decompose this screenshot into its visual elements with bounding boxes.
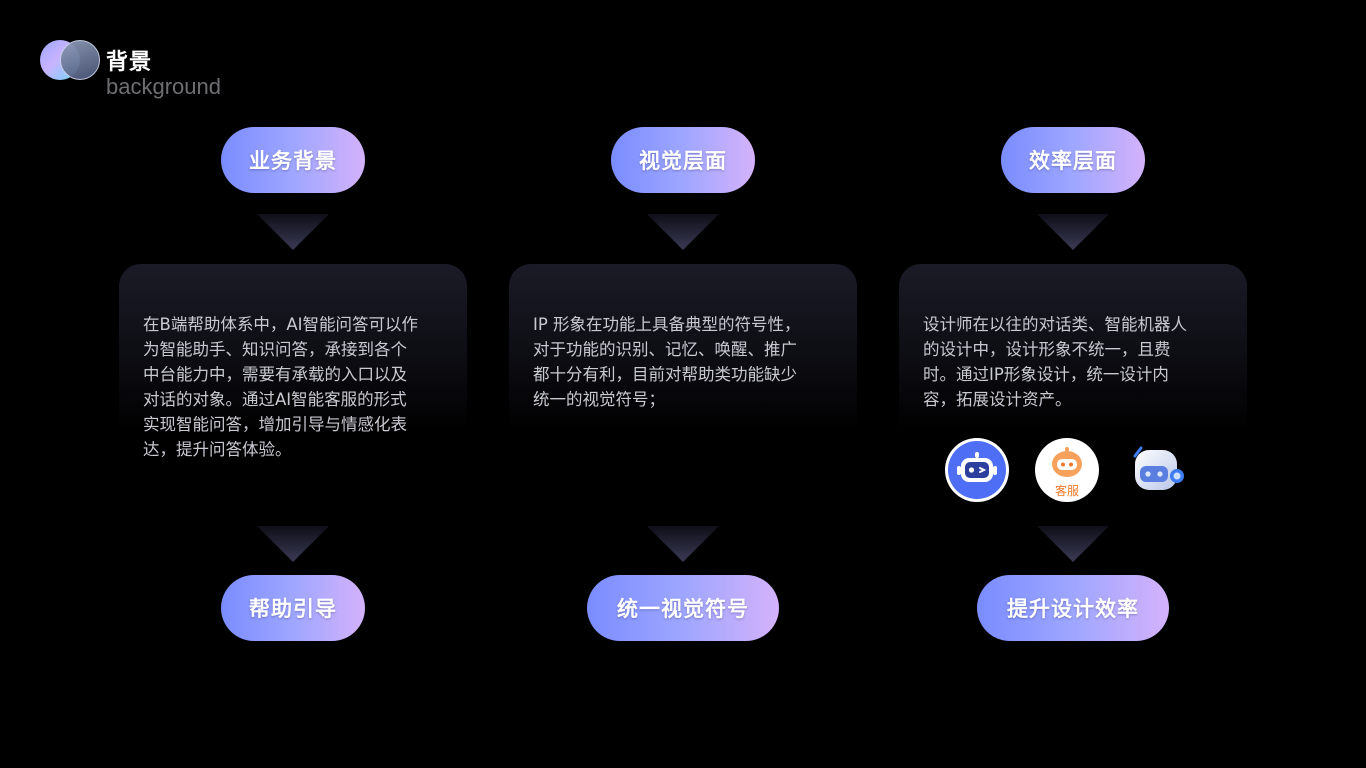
bottom-label-pill: 统一视觉符号 — [587, 575, 779, 641]
down-arrow-icon — [647, 214, 719, 250]
description-card: 在B端帮助体系中，AI智能问答可以作 为智能助手、知识问答，承接到各个 中台能力… — [119, 264, 467, 544]
top-label-pill: 视觉层面 — [611, 127, 755, 193]
bottom-label-pill: 帮助引导 — [221, 575, 365, 641]
top-label-pill: 业务背景 — [221, 127, 365, 193]
description-card: IP 形象在功能上具备典型的符号性， 对于功能的识别、记忆、唤醒、推广 都十分有… — [509, 264, 857, 544]
column-visual: 视觉层面 IP 形象在功能上具备典型的符号性， 对于功能的识别、记忆、唤醒、推广… — [509, 0, 857, 768]
orange-service-robot-icon: 客服 — [1035, 438, 1099, 502]
section-title: 背景 — [106, 50, 153, 75]
description-card: 设计师在以往的对话类、智能机器人 的设计中，设计形象不统一，且费 时。通过IP形… — [899, 264, 1247, 544]
down-arrow-icon — [1037, 214, 1109, 250]
top-label-pill: 效率层面 — [1001, 127, 1145, 193]
section-subtitle: background — [106, 74, 221, 99]
service-label: 客服 — [1054, 484, 1079, 498]
ip-avatar-row: 客服 — [945, 438, 1205, 502]
description-text: IP 形象在功能上具备典型的符号性， 对于功能的识别、记忆、唤醒、推广 都十分有… — [533, 315, 801, 409]
column-efficiency: 效率层面 设计师在以往的对话类、智能机器人 的设计中，设计形象不统一，且费 时。… — [899, 0, 1247, 768]
down-arrow-icon — [1037, 526, 1109, 562]
blue-robot-face-icon — [945, 438, 1009, 502]
down-arrow-icon — [257, 214, 329, 250]
down-arrow-icon — [647, 526, 719, 562]
description-text: 在B端帮助体系中，AI智能问答可以作 为智能助手、知识问答，承接到各个 中台能力… — [143, 315, 418, 459]
white-3d-robot-head-icon — [1125, 438, 1189, 502]
logo-icon — [40, 40, 102, 80]
description-text: 设计师在以往的对话类、智能机器人 的设计中，设计形象不统一，且费 时。通过IP形… — [923, 315, 1187, 409]
bottom-label-pill: 提升设计效率 — [977, 575, 1169, 641]
column-business: 业务背景 在B端帮助体系中，AI智能问答可以作 为智能助手、知识问答，承接到各个… — [119, 0, 467, 768]
down-arrow-icon — [257, 526, 329, 562]
